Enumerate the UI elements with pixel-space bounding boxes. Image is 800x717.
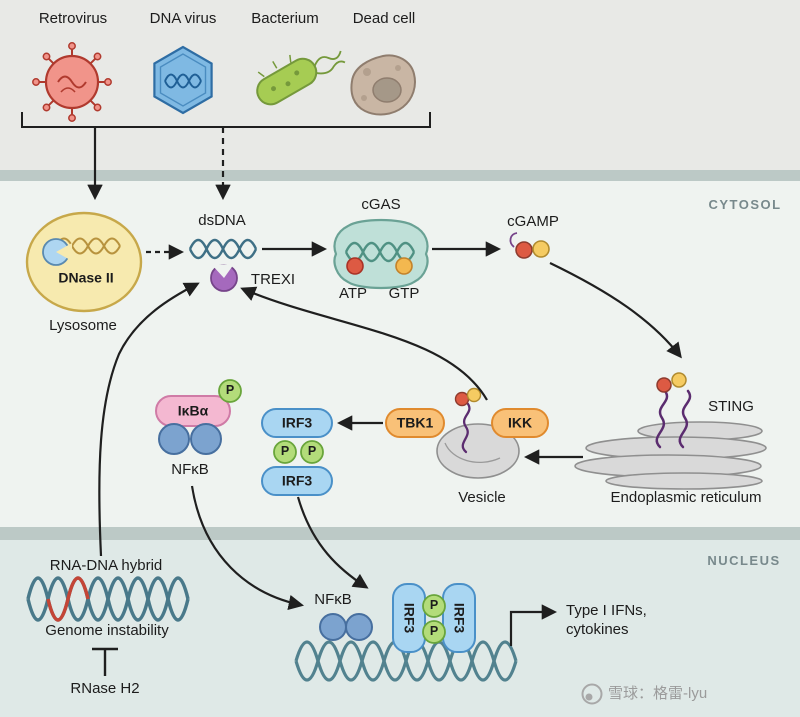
er-shape — [574, 421, 767, 490]
label-tbk1: TBK1 — [396, 414, 434, 431]
label-phospho: P — [429, 598, 439, 613]
label-dna-virus: DNA virus — [149, 9, 217, 27]
label-ikk: IKK — [507, 414, 533, 431]
vesicle-shape — [436, 423, 520, 479]
trex1-enzyme-icon — [210, 264, 238, 292]
dnase2-enzyme-icon — [42, 238, 72, 266]
label-vesicle: Vesicle — [458, 488, 506, 506]
watermark-logo-icon — [581, 683, 603, 705]
divider-top — [0, 170, 800, 181]
label-phospho: P — [225, 383, 235, 398]
ikk-box — [491, 408, 549, 438]
label-output-line2: cytokines — [566, 620, 629, 638]
rna-dna-hybrid-icon — [26, 576, 190, 622]
nfkb-icon — [158, 423, 222, 455]
label-genome-instability: Genome instability — [45, 621, 169, 639]
label-sting: STING — [708, 397, 754, 415]
label-output-line1: Type I IFNs, — [566, 601, 647, 619]
label-rnase-h2: RNase H2 — [70, 679, 140, 697]
tbk1-box — [385, 408, 445, 438]
nucleus-irf3-complex — [392, 583, 476, 653]
dsdna-icon — [188, 238, 258, 260]
label-nucleus: NUCLEUS — [707, 552, 781, 568]
nucleus-dna-icon — [294, 640, 518, 682]
bacterium-icon — [256, 50, 346, 106]
label-irf3-nucleus-right: IRF3 — [451, 602, 468, 634]
label-irf3-bottom: IRF3 — [281, 472, 313, 489]
label-dnase2: DNase II — [58, 269, 114, 286]
phospho-icon — [422, 594, 446, 618]
label-irf3-top: IRF3 — [281, 414, 313, 431]
irf3-box-top — [261, 408, 333, 438]
label-rna-dna-hybrid: RNA-DNA hybrid — [49, 556, 163, 574]
label-retrovirus: Retrovirus — [38, 9, 108, 27]
label-phospho: P — [307, 444, 317, 459]
sting-icon — [655, 389, 692, 449]
label-cytosol: CYTOSOL — [708, 196, 782, 212]
label-dead-cell: Dead cell — [352, 9, 416, 27]
rna-segment-red — [46, 576, 90, 622]
label-trex1: TREXI — [250, 270, 296, 288]
label-er: Endoplasmic reticulum — [610, 488, 762, 506]
cgas-shape — [333, 218, 429, 290]
label-atp: ATP — [338, 284, 368, 302]
cgamp-icon — [509, 232, 550, 259]
label-cgamp: cGAMP — [507, 212, 559, 230]
phospho-icon — [300, 440, 324, 464]
divider-bottom — [0, 527, 800, 540]
irf3-box-bottom — [261, 466, 333, 496]
vesicle-cgamp-icon — [454, 387, 482, 407]
label-cgas: cGAS — [361, 195, 401, 213]
arrow-feedback-to-dsdna — [240, 286, 488, 401]
ikba-box — [155, 395, 231, 427]
watermark-text: 雪球：格雷-lyu — [608, 684, 708, 702]
phospho-icon — [422, 620, 446, 644]
arrow-irf3-to-nucleus — [296, 496, 369, 589]
arrow-cgamp-to-sting — [549, 262, 682, 359]
dna-virus-icon — [153, 45, 213, 115]
nucleus-nfkb-icon — [319, 613, 373, 641]
label-lysosome: Lysosome — [49, 316, 117, 334]
sting-cgamp-icon — [656, 372, 687, 393]
label-bacterium: Bacterium — [251, 9, 319, 27]
retrovirus-icon — [32, 42, 112, 122]
arrow-genome-to-dsdna — [98, 282, 200, 557]
dead-cell-icon — [350, 54, 416, 116]
label-dsdna: dsDNA — [198, 211, 246, 229]
label-phospho: P — [429, 624, 439, 639]
stimuli-bracket — [21, 112, 431, 128]
label-nfkb-cytosol: NFκB — [171, 460, 209, 478]
arrow-nfkb-to-nucleus — [190, 485, 305, 611]
lysosome-shape — [25, 211, 143, 313]
phospho-icon — [218, 379, 242, 403]
vesicle-sting-icon — [461, 402, 471, 454]
label-irf3-nucleus-left: IRF3 — [401, 602, 418, 634]
atp-icon — [346, 257, 364, 275]
arrow-dna-to-output — [509, 604, 558, 646]
label-ikba: IκBα — [177, 402, 209, 419]
inhibition-tbar — [92, 647, 118, 676]
label-gtp: GTP — [388, 284, 420, 302]
gtp-icon — [395, 257, 413, 275]
phospho-icon — [273, 440, 297, 464]
label-nfkb-nucleus: NFκB — [314, 590, 352, 608]
label-phospho: P — [280, 444, 290, 459]
